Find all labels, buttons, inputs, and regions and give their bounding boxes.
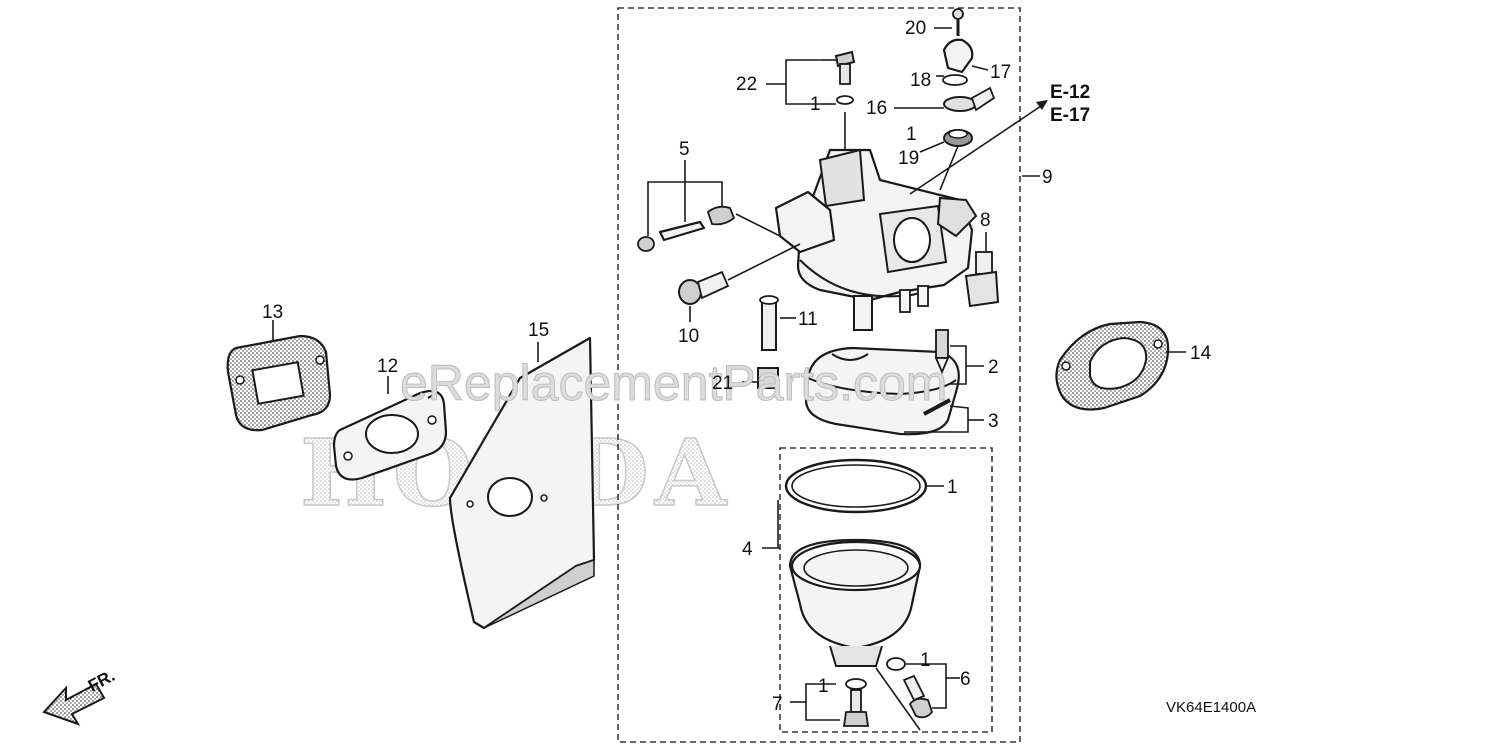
- reference-e12[interactable]: E-12: [1050, 82, 1090, 103]
- part-11-jet-tube[interactable]: [759, 295, 779, 351]
- callout-22[interactable]: 22: [736, 74, 757, 95]
- callout-1-e[interactable]: 1: [818, 676, 829, 697]
- part-18-washer[interactable]: [942, 74, 968, 86]
- callout-20[interactable]: 20: [905, 18, 926, 39]
- part-5-pilot-screw[interactable]: [637, 205, 736, 252]
- callout-1-d[interactable]: 1: [920, 650, 931, 671]
- part-17-lever[interactable]: [942, 38, 974, 74]
- callout-12[interactable]: 12: [377, 356, 398, 377]
- callout-1-b[interactable]: 1: [906, 124, 917, 145]
- part-19-bushing[interactable]: [943, 129, 973, 147]
- part-7-bolt[interactable]: [842, 678, 870, 727]
- part-22-screw[interactable]: [834, 50, 856, 105]
- callout-18[interactable]: 18: [910, 70, 931, 91]
- part-2-needle[interactable]: [934, 329, 950, 375]
- part-15-plate[interactable]: [448, 336, 596, 630]
- callout-4[interactable]: 4: [742, 539, 753, 560]
- part-20-screw[interactable]: [952, 8, 964, 36]
- part-12-insulator[interactable]: [332, 389, 448, 481]
- part-8-float-valve[interactable]: [964, 251, 1000, 308]
- callout-17[interactable]: 17: [990, 62, 1011, 83]
- carburetor-body[interactable]: [774, 148, 978, 331]
- callout-13[interactable]: 13: [262, 302, 283, 323]
- callout-21[interactable]: 21: [712, 373, 733, 394]
- callout-1-c[interactable]: 1: [947, 477, 958, 498]
- callout-1-a[interactable]: 1: [810, 94, 821, 115]
- part-6-drain-bolt[interactable]: [886, 657, 934, 719]
- drawing-code: VK64E1400A: [1166, 699, 1256, 716]
- float[interactable]: [804, 346, 960, 436]
- callout-6[interactable]: 6: [960, 669, 971, 690]
- callout-5[interactable]: 5: [679, 139, 690, 160]
- callout-7[interactable]: 7: [772, 694, 783, 715]
- float-group-frame: [779, 447, 993, 733]
- arrow-left-icon: [42, 682, 106, 726]
- callout-15[interactable]: 15: [528, 320, 549, 341]
- callout-3[interactable]: 3: [988, 411, 999, 432]
- part-4-float-chamber[interactable]: [788, 538, 922, 667]
- part-21-main-jet[interactable]: [757, 367, 779, 389]
- callout-11[interactable]: 11: [798, 309, 818, 330]
- callout-16[interactable]: 16: [866, 98, 887, 119]
- part-10-drain-screw[interactable]: [678, 270, 730, 305]
- reference-e17[interactable]: E-17: [1050, 105, 1090, 126]
- callout-8[interactable]: 8: [980, 210, 991, 231]
- part-13-gasket[interactable]: [226, 334, 332, 432]
- callout-2[interactable]: 2: [988, 357, 999, 378]
- part-1-o-ring[interactable]: [784, 458, 928, 514]
- callout-9[interactable]: 9: [1042, 167, 1053, 188]
- watermark-text: eReplacementParts.com: [400, 355, 947, 411]
- callout-10[interactable]: 10: [678, 326, 699, 347]
- part-16-seal[interactable]: [943, 86, 996, 112]
- assembly-frame: [617, 7, 1021, 743]
- callout-19[interactable]: 19: [898, 148, 919, 169]
- part-3-float-pin[interactable]: [923, 398, 951, 416]
- callout-14[interactable]: 14: [1190, 343, 1212, 364]
- part-14-gasket[interactable]: [1055, 320, 1170, 411]
